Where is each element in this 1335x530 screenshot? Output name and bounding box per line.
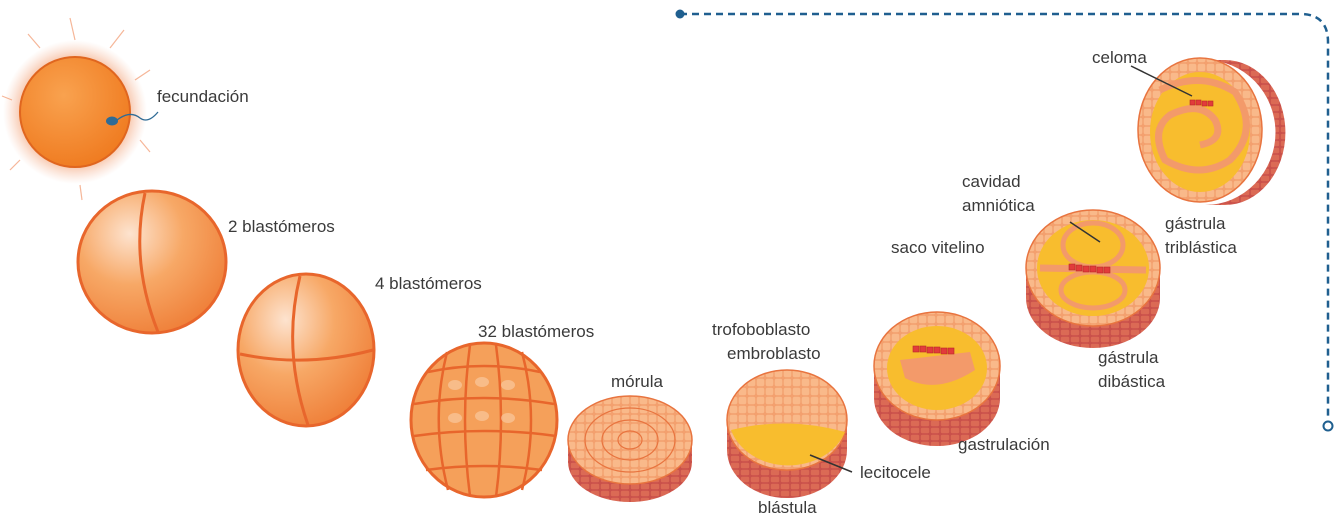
morula-embryo bbox=[568, 396, 692, 502]
label-thirtytwo-blastomeres: 32 blastómeros bbox=[478, 320, 594, 344]
label-morula: mórula bbox=[611, 370, 663, 394]
gastrulation-embryo bbox=[874, 312, 1000, 446]
path-end-circle bbox=[1324, 422, 1333, 431]
four-blastomere-embryo bbox=[238, 274, 374, 426]
label-saco-vitelino: saco vitelino bbox=[891, 236, 985, 260]
two-blastomere-embryo bbox=[78, 191, 226, 333]
label-gastrula-triblastica-2: triblástica bbox=[1165, 236, 1237, 260]
label-gastrula-dibastica-2: dibástica bbox=[1098, 370, 1165, 394]
label-lecitocele: lecitocele bbox=[860, 461, 931, 485]
label-fecundacion: fecundación bbox=[157, 85, 249, 109]
label-cavidad-1: cavidad bbox=[962, 170, 1021, 194]
fertilized-egg bbox=[2, 18, 158, 200]
thirtytwo-blastomere-embryo bbox=[411, 343, 557, 497]
didermic-gastrula-embryo bbox=[1026, 210, 1160, 348]
label-celoma: celoma bbox=[1092, 46, 1147, 70]
path-start-dot bbox=[676, 10, 685, 19]
tridermic-gastrula-embryo bbox=[1131, 58, 1285, 205]
label-trofoblasto: trofoboblasto bbox=[712, 318, 810, 342]
blastula-embryo bbox=[727, 370, 852, 498]
label-blastula: blástula bbox=[758, 496, 817, 520]
label-gastrulacion: gastrulación bbox=[958, 433, 1050, 457]
label-gastrula-triblastica-1: gástrula bbox=[1165, 212, 1225, 236]
label-two-blastomeres: 2 blastómeros bbox=[228, 215, 335, 239]
label-four-blastomeres: 4 blastómeros bbox=[375, 272, 482, 296]
label-cavidad-2: amniótica bbox=[962, 194, 1035, 218]
label-embroblasto: embroblasto bbox=[727, 342, 821, 366]
label-gastrula-dibastica-1: gástrula bbox=[1098, 346, 1158, 370]
